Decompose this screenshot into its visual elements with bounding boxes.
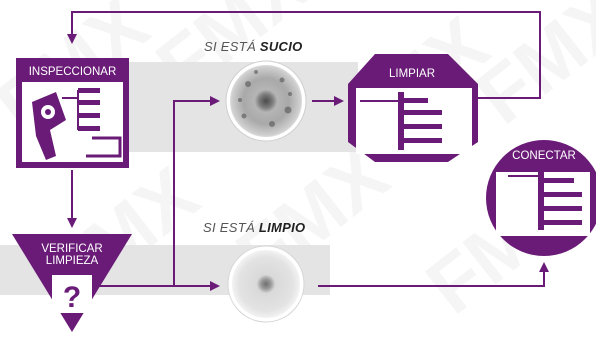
inspection-scope-icon — [32, 88, 122, 160]
connect-title: CONECTAR — [512, 150, 576, 162]
clean-lens-image — [228, 246, 304, 322]
verify-title-line1: VERIFICAR — [41, 243, 103, 255]
clean-title: LIMPIAR — [388, 68, 435, 80]
connector-icon — [508, 168, 582, 230]
loop-connector — [67, 11, 541, 99]
clean-to-connect-connector — [318, 262, 549, 287]
clean-branch-label: SI ESTÁ LIMPIO — [203, 220, 306, 235]
fiber-icon — [360, 92, 442, 150]
verify-title-line2: LIMPIEZA — [45, 255, 99, 267]
question-mark: ? — [63, 281, 81, 314]
dirty-branch-label: SI ESTÁ SUCIO — [204, 39, 303, 54]
inspect-title: INSPECCIONAR — [28, 66, 117, 78]
verify-split-connector — [98, 96, 220, 287]
